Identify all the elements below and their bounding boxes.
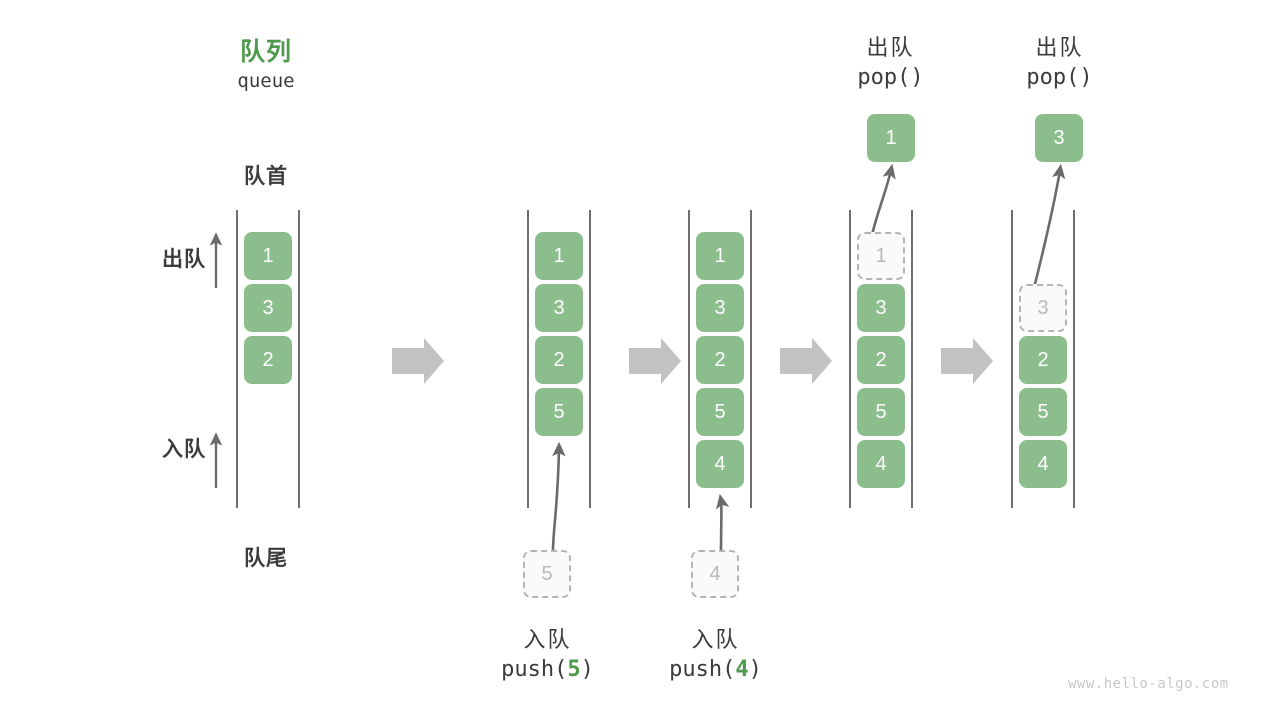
queue-cell: 3: [244, 284, 292, 332]
queue-cell: 5: [857, 388, 905, 436]
queue-rails: [236, 210, 1075, 508]
queue-cell: 1: [535, 232, 583, 280]
dequeue-axis-label: 出队: [162, 248, 206, 271]
queue-head-label: 队首: [244, 165, 288, 188]
push-5-caption-cn: 入队: [523, 627, 572, 652]
watermark: www.hello-algo.com: [1068, 676, 1229, 692]
push-5-caption-code: push(5): [501, 657, 594, 682]
queue-cell: 3: [857, 284, 905, 332]
pop-3-header-code: pop(): [1026, 65, 1093, 90]
push-4-arg: 4: [735, 657, 749, 682]
popped-cell: 1: [867, 114, 915, 162]
popped-cell: 3: [1035, 114, 1083, 162]
pop-1-header-code: pop(): [857, 65, 924, 90]
queue-cell: 4: [696, 440, 744, 488]
push-4-caption-cn: 入队: [691, 627, 740, 652]
queue-cell: 4: [857, 440, 905, 488]
page-title-en: queue: [237, 70, 295, 92]
queue-cell: 2: [696, 336, 744, 384]
queue-cell: 2: [244, 336, 292, 384]
pop-1-header-cn: 出队: [866, 35, 915, 60]
queue-cell: 3: [696, 284, 744, 332]
queue-cell: 2: [535, 336, 583, 384]
queue-tail-label: 队尾: [244, 547, 288, 570]
queue-cell: 1: [244, 232, 292, 280]
incoming-ghost-cell: 5: [523, 550, 571, 598]
queue-cell: 2: [857, 336, 905, 384]
pop-3-header-cn: 出队: [1035, 35, 1084, 60]
push-4-caption-code: push(4): [669, 657, 762, 682]
queue-cell: 2: [1019, 336, 1067, 384]
queue-cell: 5: [535, 388, 583, 436]
enqueue-axis-label: 入队: [162, 438, 206, 461]
page-title-cn: 队列: [239, 38, 292, 66]
queue-cell-ghost: 1: [857, 232, 905, 280]
incoming-ghost-cell: 4: [691, 550, 739, 598]
queue-cell: 5: [696, 388, 744, 436]
queue-cell-ghost: 3: [1019, 284, 1067, 332]
queue-cell: 1: [696, 232, 744, 280]
queue-cell: 4: [1019, 440, 1067, 488]
push-5-arg: 5: [567, 657, 581, 682]
queue-cell: 3: [535, 284, 583, 332]
queue-cell: 5: [1019, 388, 1067, 436]
